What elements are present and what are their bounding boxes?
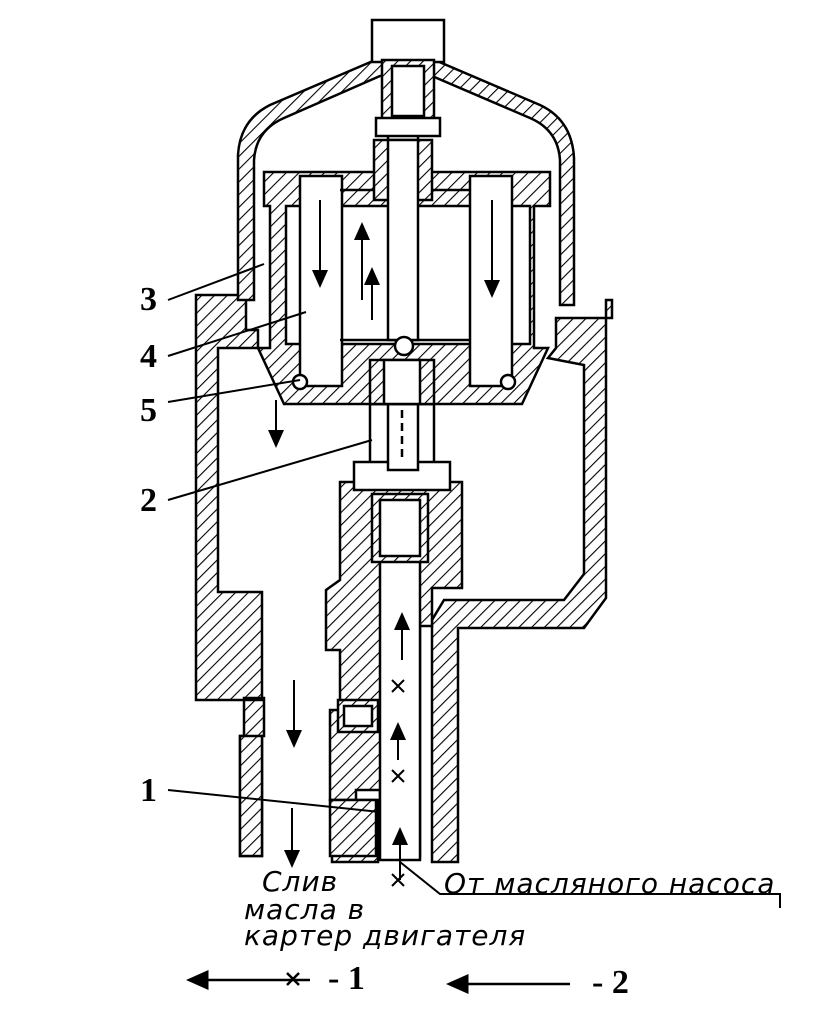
- outlet-wall-mid: [328, 798, 378, 858]
- outlet-wall-left: [238, 734, 264, 858]
- rotor: [256, 138, 552, 406]
- legend-item-2: - 2: [592, 964, 629, 1001]
- legend-item-1: - 1: [328, 960, 365, 997]
- nozzle-right: [499, 373, 517, 391]
- label-3: 3: [140, 281, 157, 318]
- cap: [236, 18, 576, 307]
- cap-shell: [236, 56, 576, 307]
- caption-drain-3: картер двигателя: [244, 919, 527, 952]
- caption-drain-2: масла в: [244, 893, 366, 926]
- label-1: 1: [140, 772, 157, 809]
- label-4: 4: [140, 338, 157, 375]
- caption-from-pump: От масляного насоса: [444, 867, 776, 900]
- ball-valve: [393, 335, 415, 357]
- leader-lines: [167, 263, 781, 908]
- caption-drain-1: Слив: [262, 865, 339, 898]
- flow-crosses: [391, 679, 405, 887]
- top-nut: [370, 18, 446, 64]
- label-5: 5: [140, 392, 157, 429]
- oil-channel: [336, 492, 430, 862]
- flow-arrows: [268, 200, 500, 880]
- housing-right-wall: [430, 298, 614, 864]
- nozzle-left: [291, 373, 309, 391]
- supply-channel: [378, 558, 422, 862]
- legend-arrows: [186, 970, 570, 994]
- label-2: 2: [140, 482, 157, 519]
